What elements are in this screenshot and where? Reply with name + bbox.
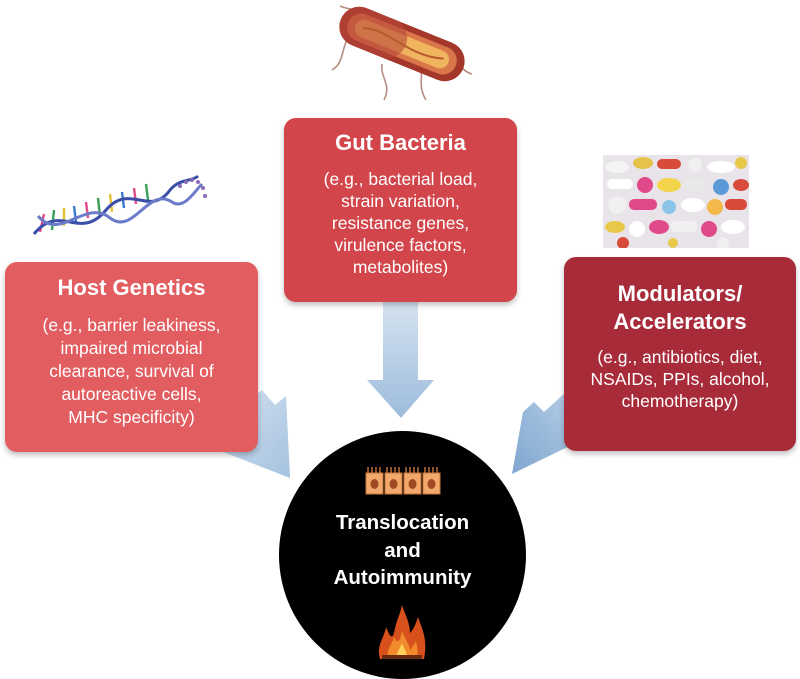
fire-icon	[378, 605, 426, 659]
host-genetics-line: clearance, survival of	[49, 361, 214, 381]
pills-icon	[603, 155, 749, 248]
host-genetics-line: autoreactive cells,	[61, 384, 202, 404]
center-line: Translocation	[335, 511, 470, 534]
arrow-gut-to-center	[367, 300, 434, 418]
gut-bacteria-title: Gut Bacteria	[335, 130, 466, 155]
gut-bacteria-line: virulence factors,	[334, 235, 467, 255]
bacterium-icon	[331, 5, 473, 101]
gut-bacteria-line: (e.g., bacterial load,	[323, 169, 478, 189]
host-genetics-examples: (e.g., barrier leakiness, impaired micro…	[5, 314, 258, 429]
center-line: Autoimmunity	[333, 566, 472, 589]
gut-bacteria-box: Gut Bacteria (e.g., bacterial load, stra…	[284, 118, 517, 302]
host-genetics-line: (e.g., barrier leakiness,	[42, 315, 221, 335]
modulators-examples: (e.g., antibiotics, diet, NSAIDs, PPIs, …	[564, 346, 796, 412]
host-genetics-line: impaired microbial	[60, 338, 203, 358]
modulators-box: Modulators/ Accelerators (e.g., antibiot…	[564, 257, 796, 451]
modulators-line: NSAIDs, PPIs, alcohol,	[590, 369, 770, 389]
dna-helix-icon	[32, 174, 207, 235]
epithelial-cells-icon	[365, 467, 441, 495]
host-genetics-box: Host Genetics (e.g., barrier leakiness, …	[5, 262, 258, 452]
gut-bacteria-line: strain variation,	[341, 191, 460, 211]
center-line: and	[384, 538, 421, 562]
translocation-label: Translocation and Autoimmunity	[279, 509, 526, 592]
modulators-title-line: Modulators/	[617, 281, 743, 306]
modulators-line: chemotherapy)	[621, 391, 739, 411]
gut-bacteria-line: resistance genes,	[331, 213, 470, 233]
host-genetics-line: MHC specificity)	[68, 407, 195, 427]
host-genetics-title: Host Genetics	[57, 275, 206, 300]
modulators-title: Modulators/ Accelerators	[564, 280, 796, 336]
modulators-title-line: Accelerators	[613, 309, 747, 334]
gut-bacteria-line: metabolites)	[352, 257, 449, 277]
modulators-line: (e.g., antibiotics, diet,	[597, 347, 763, 367]
gut-bacteria-examples: (e.g., bacterial load, strain variation,…	[284, 168, 517, 278]
